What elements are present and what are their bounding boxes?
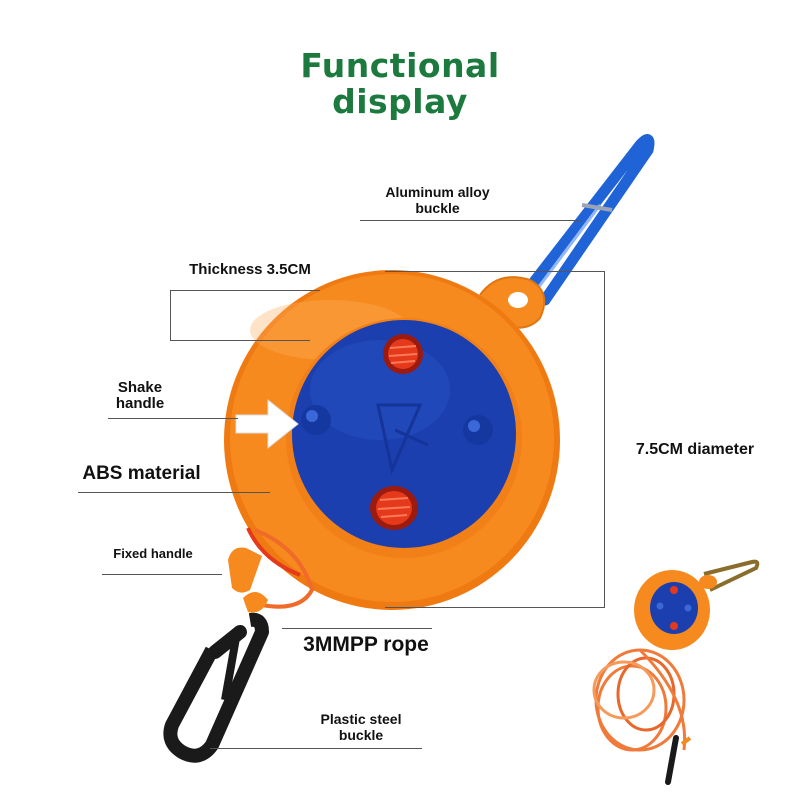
leader-thickness-b [170,340,310,341]
label-thickness: Thickness 3.5CM [189,261,311,278]
plastic-buckle [163,612,269,763]
right-knob [463,415,493,445]
fixed-handle [228,527,315,613]
label-aluminum-line1: Aluminum alloy [385,184,490,200]
leader-diameter-top [385,271,605,272]
label-shake-line1: Shake [117,379,163,396]
leader-fixed [102,574,222,575]
leader-rope [282,628,432,629]
leader-diameter-bottom [385,607,605,608]
hanging-tab [479,276,546,329]
title-line-2: display [332,82,468,121]
leader-thickness-h2 [170,290,320,291]
leader-abs [78,492,270,493]
rope-hole-top [383,334,423,374]
label-plastic-buckle: Plastic steel buckle [300,711,422,743]
label-plastic-line2: buckle [338,727,384,743]
label-fixed-handle: Fixed handle [113,546,193,561]
rope-hole-bottom [370,486,418,530]
title-line-1: Functional [300,46,500,85]
leader-plastic [210,748,422,749]
leader-shake [108,418,238,419]
reel-body [224,270,560,610]
page-title: Functional display [250,48,550,120]
inset-product-photo [592,559,760,785]
label-aluminum-line2: buckle [415,200,460,216]
label-plastic-line1: Plastic steel [320,711,402,727]
leader-thickness-h [170,290,171,340]
label-diameter: 7.5CM diameter [635,441,755,458]
pointer-arrow [235,398,299,450]
label-aluminum-buckle: Aluminum alloy buckle [360,184,515,216]
aluminum-carabiner [514,134,655,306]
leader-aluminum [360,220,582,221]
label-abs-material: ABS material [82,463,201,484]
label-shake-handle: Shake handle [100,380,180,412]
label-shake-line2: handle [115,395,165,412]
label-rope: 3MMPP rope [303,633,429,656]
shake-handle-knob [301,405,331,435]
leader-diameter-v [604,271,605,607]
